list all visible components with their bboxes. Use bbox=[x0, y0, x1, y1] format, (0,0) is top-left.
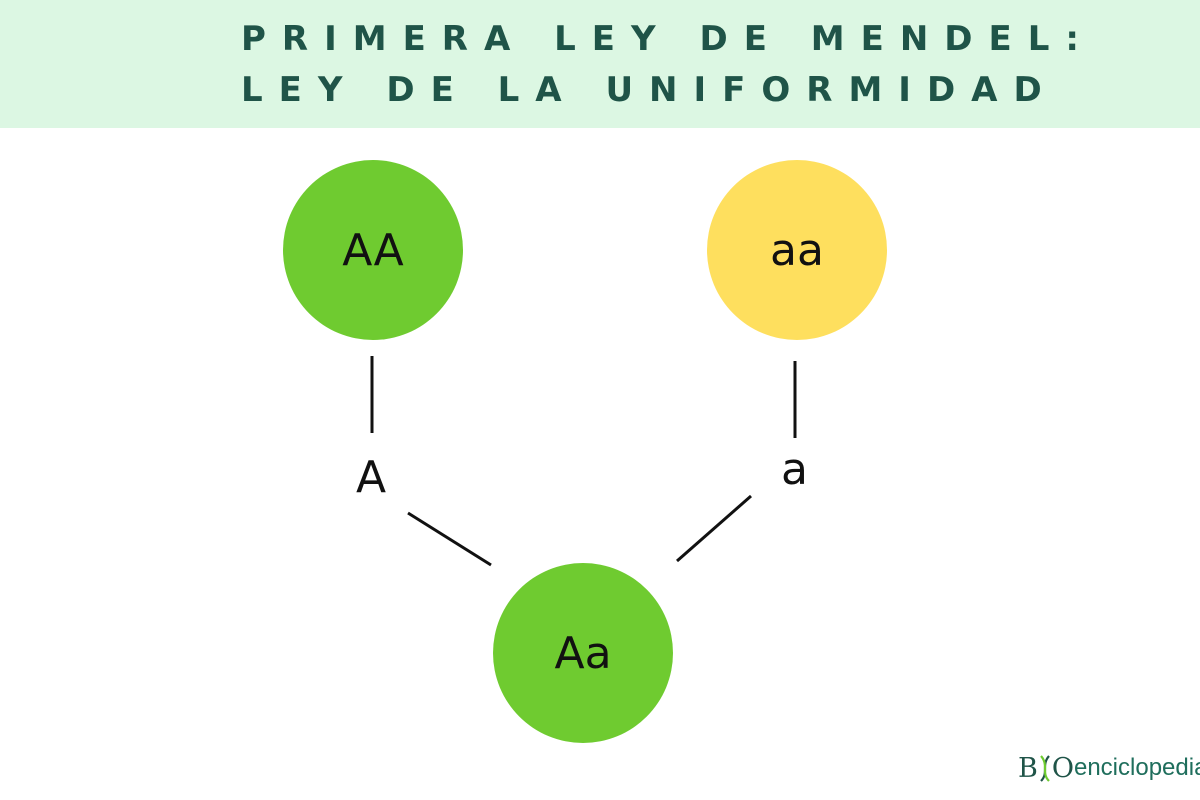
dna-leaf-icon bbox=[1039, 755, 1050, 782]
bioenciclopedia-logo: B O enciclopedia bbox=[1018, 748, 1200, 788]
offspring-node: Aa bbox=[493, 563, 673, 743]
gamete-recessive-label: a bbox=[781, 444, 808, 495]
logo-letter-o: O bbox=[1051, 752, 1074, 784]
title-banner: PRIMERA LEY DE MENDEL: LEY DE LA UNIFORM… bbox=[0, 0, 1200, 128]
parent-dominant-node: AA bbox=[283, 160, 463, 340]
connector-gamete-a-to-child bbox=[676, 494, 752, 563]
connector-gamete-A-to-child bbox=[407, 511, 492, 567]
parent-recessive-node: aa bbox=[707, 160, 887, 340]
logo-wordmark: enciclopedia bbox=[1073, 754, 1200, 781]
logo-letter-b: B bbox=[1018, 752, 1038, 784]
title-line-1: PRIMERA LEY DE MENDEL: bbox=[241, 19, 1095, 59]
gamete-dominant-label: A bbox=[356, 452, 387, 503]
title-line-2: LEY DE LA UNIFORMIDAD bbox=[241, 70, 1058, 110]
